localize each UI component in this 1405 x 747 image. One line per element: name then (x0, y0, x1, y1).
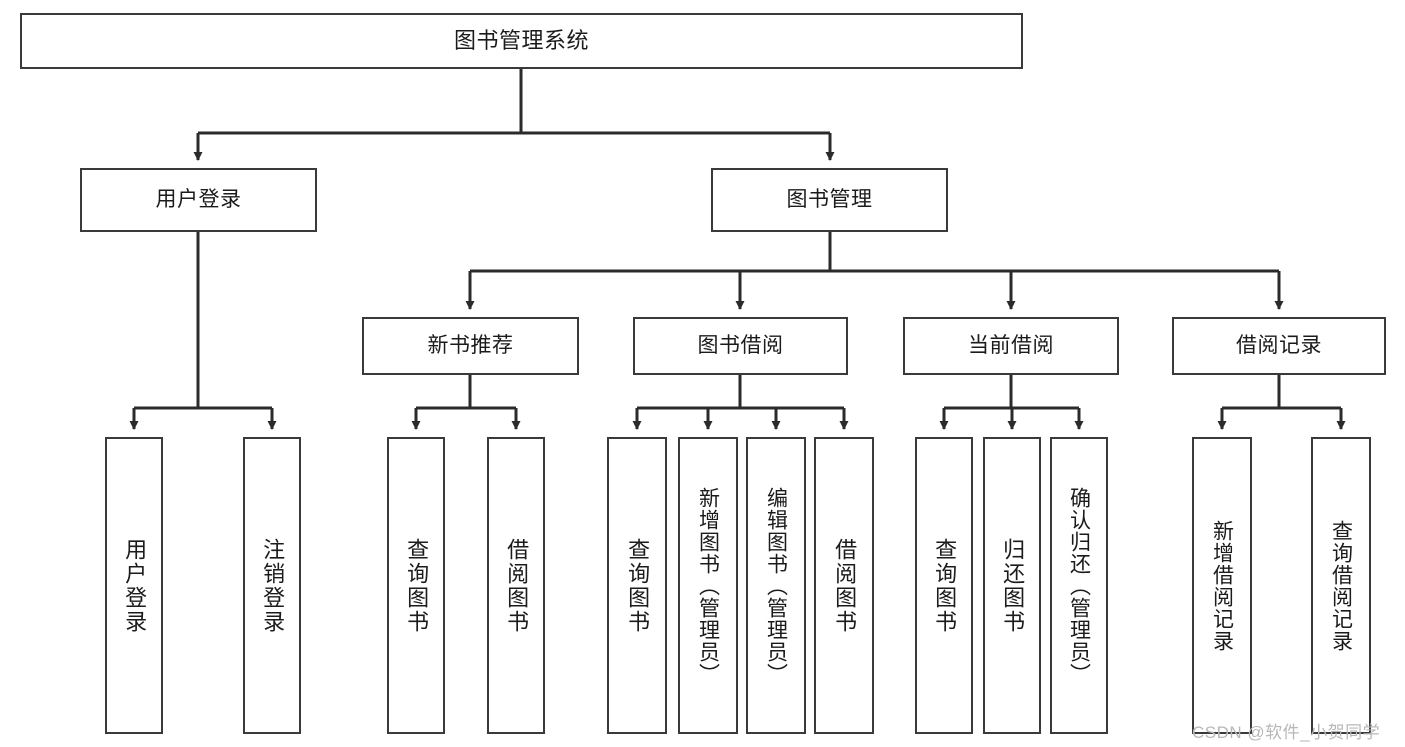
node-label: 归还图书 (1000, 537, 1026, 634)
node-label: 用户登录 (122, 537, 148, 634)
node-leaf-confirm-return[interactable]: 确认归还（管理员） (1050, 437, 1108, 734)
node-label: 注销登录 (260, 537, 286, 634)
node-label: 图书管理系统 (453, 28, 589, 54)
node-current-borrow[interactable]: 当前借阅 (903, 317, 1119, 375)
node-leaf-query-book-rec[interactable]: 查询图书 (387, 437, 445, 734)
node-label: 新增借阅记录 (1210, 519, 1234, 652)
node-leaf-logout[interactable]: 注销登录 (243, 437, 301, 734)
node-leaf-add-record[interactable]: 新增借阅记录 (1192, 437, 1252, 734)
node-label: 借阅记录 (1236, 333, 1322, 357)
node-borrow-record[interactable]: 借阅记录 (1172, 317, 1386, 375)
node-label: 新书推荐 (427, 333, 514, 357)
node-book-borrow[interactable]: 图书借阅 (633, 317, 848, 375)
node-label: 确认归还（管理员） (1067, 486, 1091, 685)
node-label: 查询图书 (625, 537, 651, 634)
node-label: 新增图书（管理员） (696, 486, 720, 685)
node-leaf-query-book-cur[interactable]: 查询图书 (915, 437, 973, 734)
node-label: 借阅图书 (504, 537, 530, 634)
node-label: 当前借阅 (968, 333, 1054, 357)
node-label: 编辑图书（管理员） (764, 486, 788, 685)
node-leaf-edit-book[interactable]: 编辑图书（管理员） (746, 437, 806, 734)
node-label: 查询图书 (404, 537, 430, 634)
node-user-login[interactable]: 用户登录 (80, 168, 317, 232)
node-book-manage[interactable]: 图书管理 (711, 168, 948, 232)
node-leaf-query-record[interactable]: 查询借阅记录 (1311, 437, 1371, 734)
watermark-credit: CSDN @软件_小贺同学 (1192, 723, 1381, 742)
node-root-system[interactable]: 图书管理系统 (20, 13, 1023, 69)
node-label: 用户登录 (155, 187, 242, 211)
node-leaf-borrow-book-bor[interactable]: 借阅图书 (814, 437, 874, 734)
node-label: 图书管理 (786, 187, 873, 211)
node-label: 查询图书 (932, 537, 958, 634)
node-leaf-query-book-bor[interactable]: 查询图书 (607, 437, 667, 734)
node-leaf-return-book[interactable]: 归还图书 (983, 437, 1041, 734)
node-new-book-recommend[interactable]: 新书推荐 (362, 317, 579, 375)
node-label: 图书借阅 (697, 333, 784, 357)
node-leaf-borrow-book-rec[interactable]: 借阅图书 (487, 437, 545, 734)
node-label: 查询借阅记录 (1329, 519, 1353, 652)
node-leaf-add-book[interactable]: 新增图书（管理员） (678, 437, 738, 734)
node-label: 借阅图书 (832, 537, 858, 634)
node-leaf-user-login[interactable]: 用户登录 (105, 437, 163, 734)
